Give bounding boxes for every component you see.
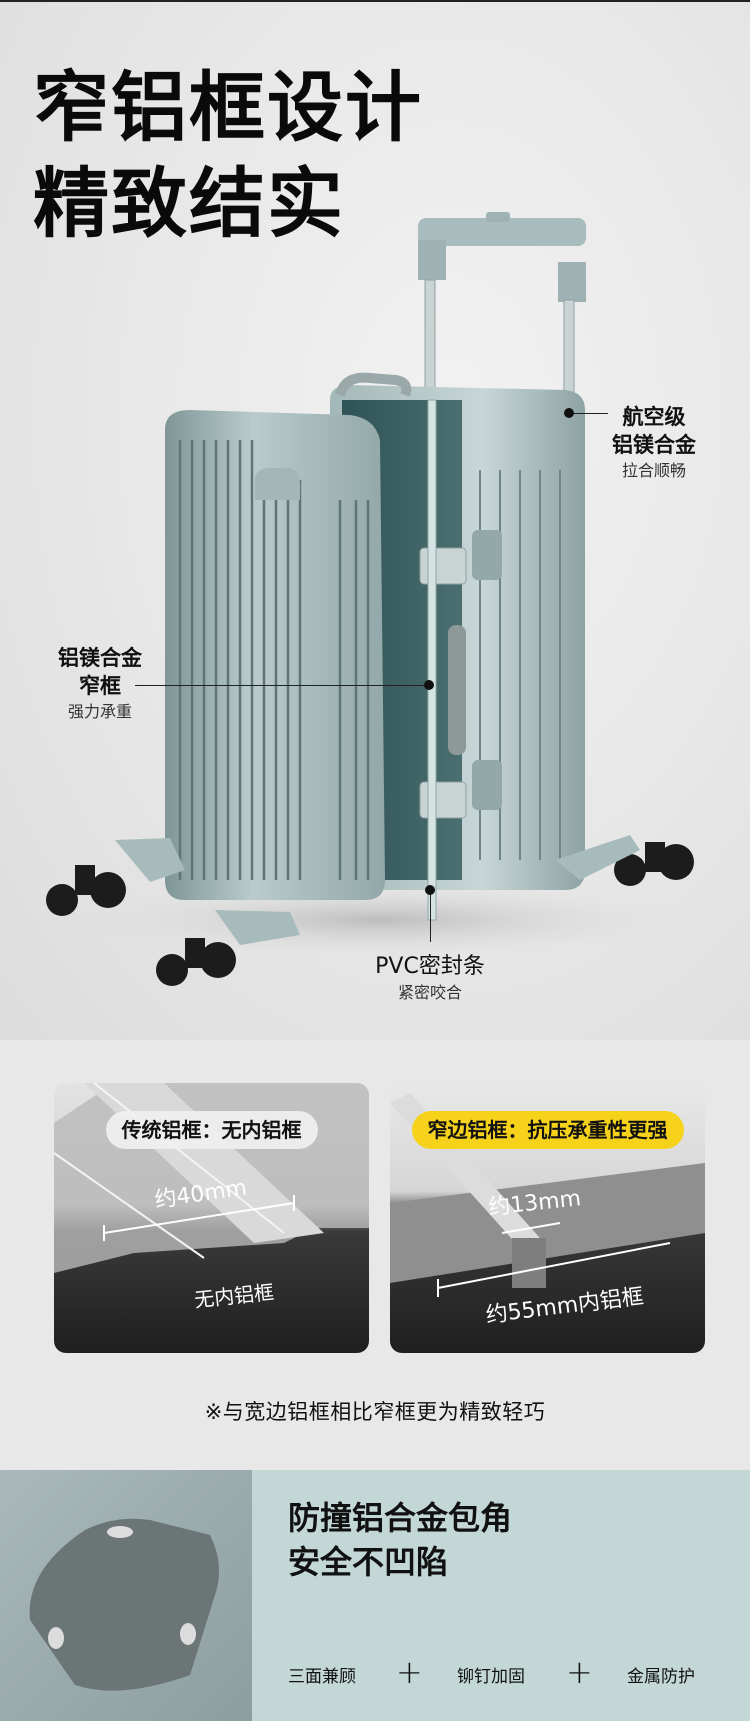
hero-title-line2: 精致结实 xyxy=(33,159,345,248)
trolley-leader-line xyxy=(570,413,608,414)
pvc-seal-strip xyxy=(427,399,437,921)
corner-text-area: 防撞铝合金包角 安全不凹陷 三面兼顾 + 铆钉加固 + 金属防护 xyxy=(252,1470,750,1721)
feature-rivets: 铆钉加固 xyxy=(457,1667,525,1687)
corner-title-line2: 安全不凹陷 xyxy=(288,1543,449,1581)
seal-leader-line xyxy=(430,890,431,942)
comparison-note: ※与宽边铝框相比窄框更为精致轻巧 xyxy=(204,1400,546,1424)
rivet xyxy=(107,1526,133,1538)
callout-trolley-heading-1: 航空级 xyxy=(622,405,686,429)
rivet xyxy=(180,1623,196,1645)
narrow-frame-label: 窄边铝框：抗压承重性更强 xyxy=(411,1111,684,1149)
measure-line xyxy=(437,1242,671,1289)
trolley-marker-dot xyxy=(564,408,574,418)
callout-seal-sub: 紧密咬合 xyxy=(397,983,462,1002)
feature-three-sides: 三面兼顾 xyxy=(288,1667,356,1687)
corner-title-line1: 防撞铝合金包角 xyxy=(288,1499,513,1537)
measure-line xyxy=(103,1202,295,1234)
corner-protection-section: 防撞铝合金包角 安全不凹陷 三面兼顾 + 铆钉加固 + 金属防护 xyxy=(0,1470,750,1721)
corner-guard-illustration xyxy=(29,1518,219,1691)
callout-frame-sub: 强力承重 xyxy=(67,702,132,721)
exploded-suitcase-illustration xyxy=(46,212,710,986)
callout-trolley: 航空级 铝镁合金 拉合顺畅 xyxy=(604,403,704,483)
hero-title-line1: 窄铝框设计 xyxy=(33,63,423,152)
front-shell xyxy=(165,410,385,900)
seal-marker-dot xyxy=(425,885,435,895)
callout-frame: 铝镁合金 窄框 强力承重 xyxy=(45,644,155,724)
frame-marker-dot xyxy=(424,680,434,690)
feature-metal-protection: 金属防护 xyxy=(627,1667,695,1687)
callout-trolley-heading-2: 铝镁合金 xyxy=(612,433,696,457)
corner-guard-photo xyxy=(0,1470,252,1721)
callout-seal: PVC密封条 紧密咬合 xyxy=(350,953,510,1005)
callout-frame-heading-2: 窄框 xyxy=(79,674,121,698)
rivet xyxy=(48,1627,64,1649)
callout-trolley-sub: 拉合顺畅 xyxy=(621,461,686,480)
plus-separator: + xyxy=(566,1653,593,1691)
top-border xyxy=(0,0,750,2)
frame-leader-line xyxy=(135,685,428,686)
callout-seal-heading: PVC密封条 xyxy=(375,954,485,979)
plus-separator: + xyxy=(396,1653,423,1691)
callout-frame-heading-1: 铝镁合金 xyxy=(58,646,142,670)
spinner-wheel xyxy=(46,842,694,986)
wheel-bracket xyxy=(115,835,640,945)
traditional-frame-label: 传统铝框：无内铝框 xyxy=(105,1111,318,1149)
narrow-frame-panel: 窄边铝框：抗压承重性更强 约13mm 约55mm内铝框 xyxy=(390,1083,705,1353)
traditional-frame-panel: 传统铝框：无内铝框 约40mm 无内铝框 xyxy=(54,1083,369,1353)
